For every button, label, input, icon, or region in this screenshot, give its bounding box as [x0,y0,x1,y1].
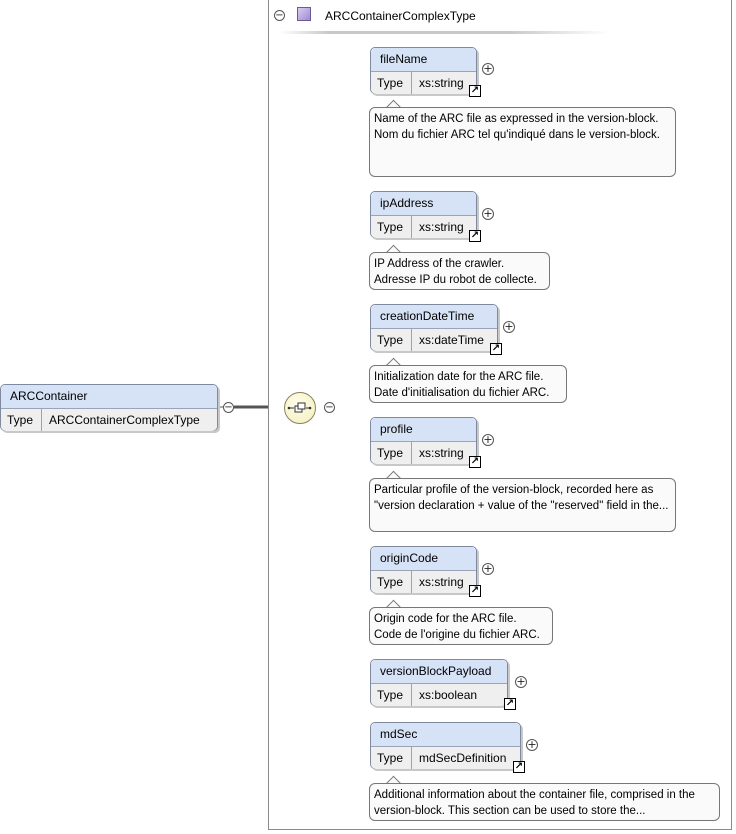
type-value: xs:string [419,220,464,234]
type-label: Type [371,747,412,769]
element-type-row: Type xs:string [371,216,476,238]
type-value: xs:boolean [419,688,478,702]
type-label: Type [371,442,412,464]
expand-profile-plus-icon[interactable]: + [482,433,494,446]
annotation-ipAddress: IP Address of the crawler. Adresse IP du… [369,252,550,290]
annotation-profile: Particular profile of the version-block,… [369,478,676,532]
type-link-arrow-icon[interactable]: ↗ [469,230,481,242]
element-name: originCode [371,547,476,571]
type-label: Type [371,329,412,351]
element-type-row: Type mdSecDefinition [371,747,520,769]
sequence-compositor-icon[interactable] [284,392,316,424]
type-value: xs:string [419,575,464,589]
annotation-mdSec: Additional information about the contain… [369,783,720,821]
type-label: Type [1,409,42,431]
element-name: ipAddress [371,192,476,216]
type-label: Type [371,216,412,238]
root-element-ARCContainer[interactable]: ARCContainer Type ARCContainerComplexTyp… [0,384,218,431]
collapse-sequence-minus-icon[interactable]: − [324,402,335,413]
type-link-arrow-icon[interactable]: ↗ [469,85,481,97]
root-element-name: ARCContainer [1,385,217,409]
root-element-type-row: Type ARCContainerComplexType [1,409,217,431]
collapse-complex-type-minus-icon[interactable]: − [274,10,285,21]
element-mdSec[interactable]: mdSec Type mdSecDefinition [370,722,521,769]
complex-type-icon [297,7,311,21]
element-type-row: Type xs:string [371,442,476,464]
annotation-creationDateTime: Initialization date for the ARC file. Da… [369,365,567,403]
type-link-arrow-icon[interactable]: ↗ [469,456,481,468]
expand-creationDateTime-plus-icon[interactable]: + [503,320,515,333]
type-value: mdSecDefinition [419,751,507,765]
type-label: Type [371,571,412,593]
collapse-root-minus-icon[interactable]: − [223,402,234,413]
element-creationDateTime[interactable]: creationDateTime Type xs:dateTime [370,304,498,351]
expand-versionBlockPayload-plus-icon[interactable]: + [515,675,527,688]
expand-mdSec-plus-icon[interactable]: + [526,738,538,751]
type-link-arrow-icon[interactable]: ↗ [469,585,481,597]
element-name: creationDateTime [371,305,497,329]
element-name: mdSec [371,723,520,747]
complex-type-divider [279,31,609,34]
type-link-arrow-icon[interactable]: ↗ [513,761,525,773]
type-value: xs:string [419,76,464,90]
annotation-originCode: Origin code for the ARC file. Code de l'… [369,607,553,645]
element-originCode[interactable]: originCode Type xs:string [370,546,477,593]
annotation-fileName: Name of the ARC file as expressed in the… [369,107,676,177]
element-name: profile [371,418,476,442]
type-value: xs:string [419,446,464,460]
type-label: Type [371,72,412,94]
expand-originCode-plus-icon[interactable]: + [482,562,494,575]
element-versionBlockPayload[interactable]: versionBlockPayload Type xs:boolean [370,659,508,706]
element-type-row: Type xs:boolean [371,684,507,706]
element-name: versionBlockPayload [371,660,507,684]
element-name: fileName [371,48,476,72]
type-label: Type [371,684,412,706]
complex-type-title: ARCContainerComplexType [325,9,476,23]
type-value: xs:dateTime [419,333,484,347]
element-fileName[interactable]: fileName Type xs:string [370,47,477,94]
element-ipAddress[interactable]: ipAddress Type xs:string [370,191,477,238]
type-value: ARCContainerComplexType [49,413,200,427]
element-type-row: Type xs:string [371,571,476,593]
expand-fileName-plus-icon[interactable]: + [482,62,494,75]
expand-ipAddress-plus-icon[interactable]: + [482,207,494,220]
type-link-arrow-icon[interactable]: ↗ [490,343,502,355]
element-type-row: Type xs:string [371,72,476,94]
element-type-row: Type xs:dateTime [371,329,497,351]
type-link-arrow-icon[interactable]: ↗ [504,698,516,710]
element-profile[interactable]: profile Type xs:string [370,417,477,464]
